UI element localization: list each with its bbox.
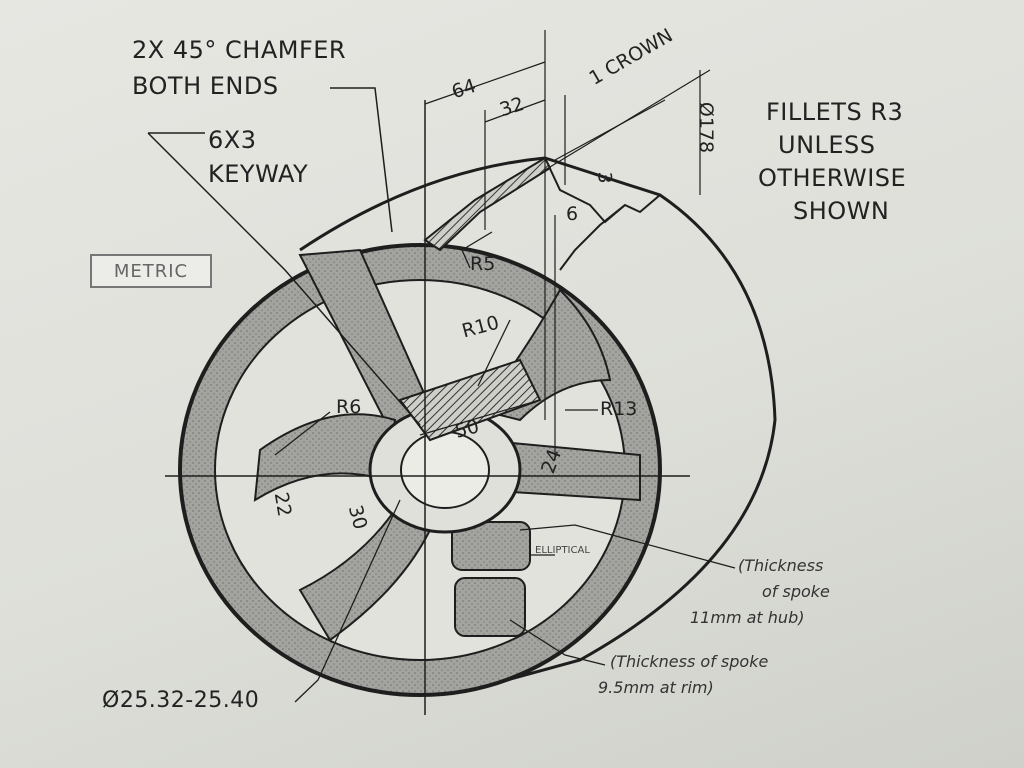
dim-178: Ø178 — [695, 101, 718, 154]
metric-label: METRIC — [113, 260, 189, 282]
leader-spoke-rim — [509, 619, 606, 666]
dim-r13: R13 — [600, 398, 638, 420]
leader-keyway — [147, 132, 421, 426]
dim-r6: R6 — [336, 396, 362, 418]
spoke-section-low — [454, 577, 526, 637]
dim-6: 6 — [566, 203, 579, 225]
dim-line-50 — [419, 399, 541, 436]
dim-line-64 — [424, 61, 546, 105]
elliptical-label: ELLIPTICAL — [535, 545, 590, 556]
leader-r10 — [477, 319, 511, 387]
chamfer-note-line2: BOTH ENDS — [132, 72, 279, 100]
metric-badge: METRIC — [90, 254, 212, 288]
dim-line-3 — [554, 99, 666, 161]
leader-r6 — [274, 411, 331, 456]
leader-spoke-hub — [519, 524, 736, 569]
spoke-section-mid — [451, 521, 531, 571]
keyway-note-line1: 6X3 — [208, 126, 257, 154]
leader-r5 — [461, 231, 493, 269]
fillets-note-line2: UNLESS — [778, 131, 876, 159]
leader-bore — [294, 499, 401, 703]
spoke-rim-note-line2: 9.5mm at rim) — [598, 678, 714, 697]
bore-diameter-note: Ø25.32-25.40 — [102, 688, 260, 713]
leader-chamfer — [330, 87, 393, 233]
dim-r5: R5 — [470, 253, 496, 275]
rim-top-section — [423, 156, 552, 252]
spoke-hub-note-line3: 11mm at hub) — [690, 608, 805, 627]
spoke-hub-note-line2: of spoke — [762, 582, 830, 601]
keyway-note-line2: KEYWAY — [208, 160, 309, 188]
spoke-hub-note-line1: (Thickness — [738, 556, 824, 575]
spoke-rim-note-line1: (Thickness of spoke — [610, 652, 769, 671]
fillets-note-line4: SHOWN — [793, 197, 890, 225]
hub-bore — [400, 431, 490, 509]
dim-30: 30 — [343, 502, 372, 532]
rim-back-surface — [299, 156, 777, 692]
dim-3: 3 — [593, 171, 616, 184]
dim-22: 22 — [269, 490, 296, 519]
rim-inner-break — [559, 204, 626, 271]
fillets-note-line1: FILLETS R3 — [766, 98, 904, 126]
fillets-note-line3: OTHERWISE — [758, 164, 907, 192]
dim-line-32 — [484, 99, 546, 123]
chamfer-note-line1: 2X 45° CHAMFER — [132, 36, 347, 64]
